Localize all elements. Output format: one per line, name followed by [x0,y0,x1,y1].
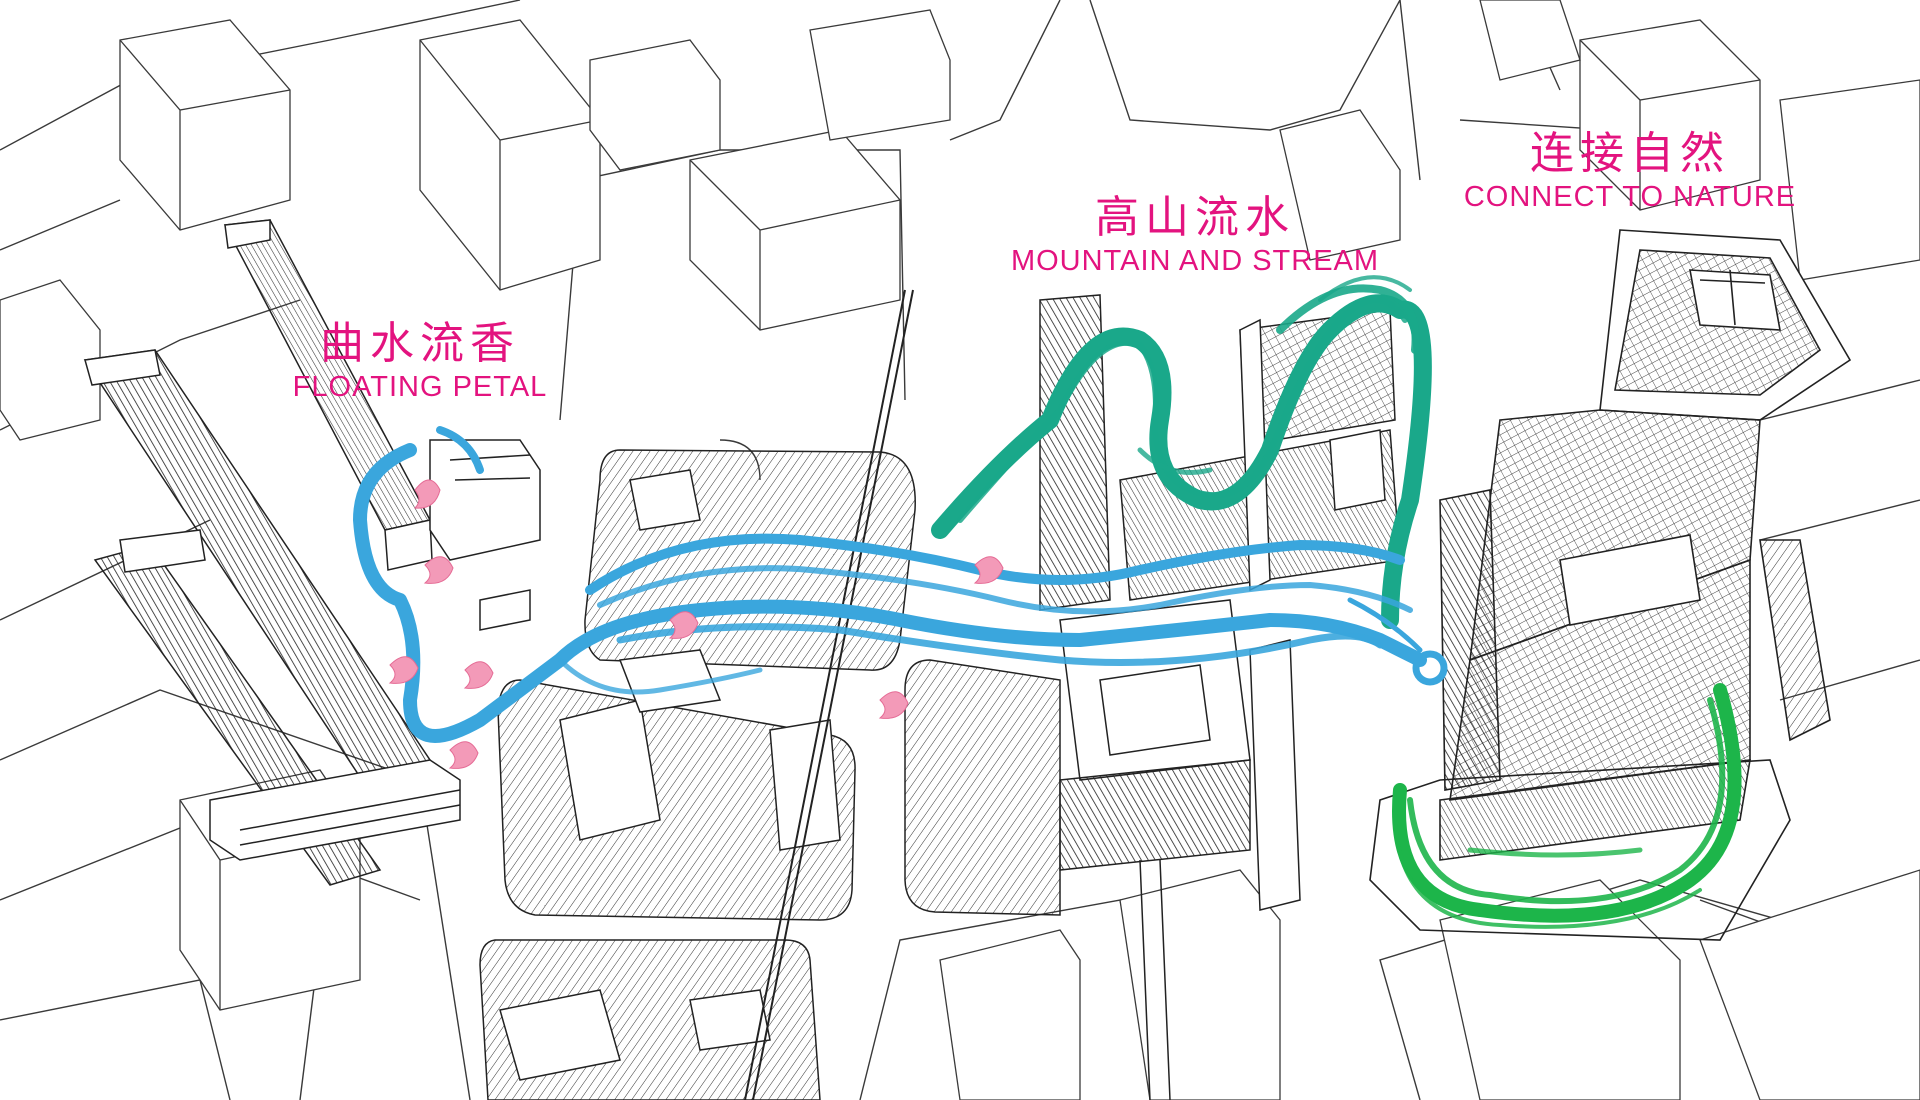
floating-petal-blue-stream [353,426,1448,743]
petal-markers [388,479,1004,769]
central-office-buildings [1039,294,1401,1100]
petal-icon [388,656,419,684]
floating-petal-label: 曲水流香 FLOATING PETAL [270,318,570,404]
petal-icon [423,556,454,584]
connect-nature-label: 连接自然 CONNECT TO NATURE [1440,128,1820,214]
mountain-stream-teal [931,275,1432,629]
floating-petal-title-en: FLOATING PETAL [292,371,548,403]
petal-icon [463,661,494,689]
petal-icon [448,741,479,769]
spire [744,289,914,1100]
floating-petal-title-zh: 曲水流香 [320,318,520,369]
petal-icon [668,611,699,639]
petal-icon [413,479,441,509]
mountain-stream-title-zh: 高山流水 [1095,192,1295,243]
mountain-stream-title-en: MOUNTAIN AND STREAM [1010,245,1380,277]
right-office-tower [1369,229,1852,941]
mountain-stream-label: 高山流水 MOUNTAIN AND STREAM [985,192,1405,278]
connect-nature-title-en: CONNECT TO NATURE [1463,181,1797,213]
petal-icon [878,691,909,719]
left-residential-towers [83,219,541,886]
petal-icon [973,556,1004,584]
connect-nature-title-zh: 连接自然 [1530,128,1730,179]
nature-green-loop [1392,683,1742,929]
